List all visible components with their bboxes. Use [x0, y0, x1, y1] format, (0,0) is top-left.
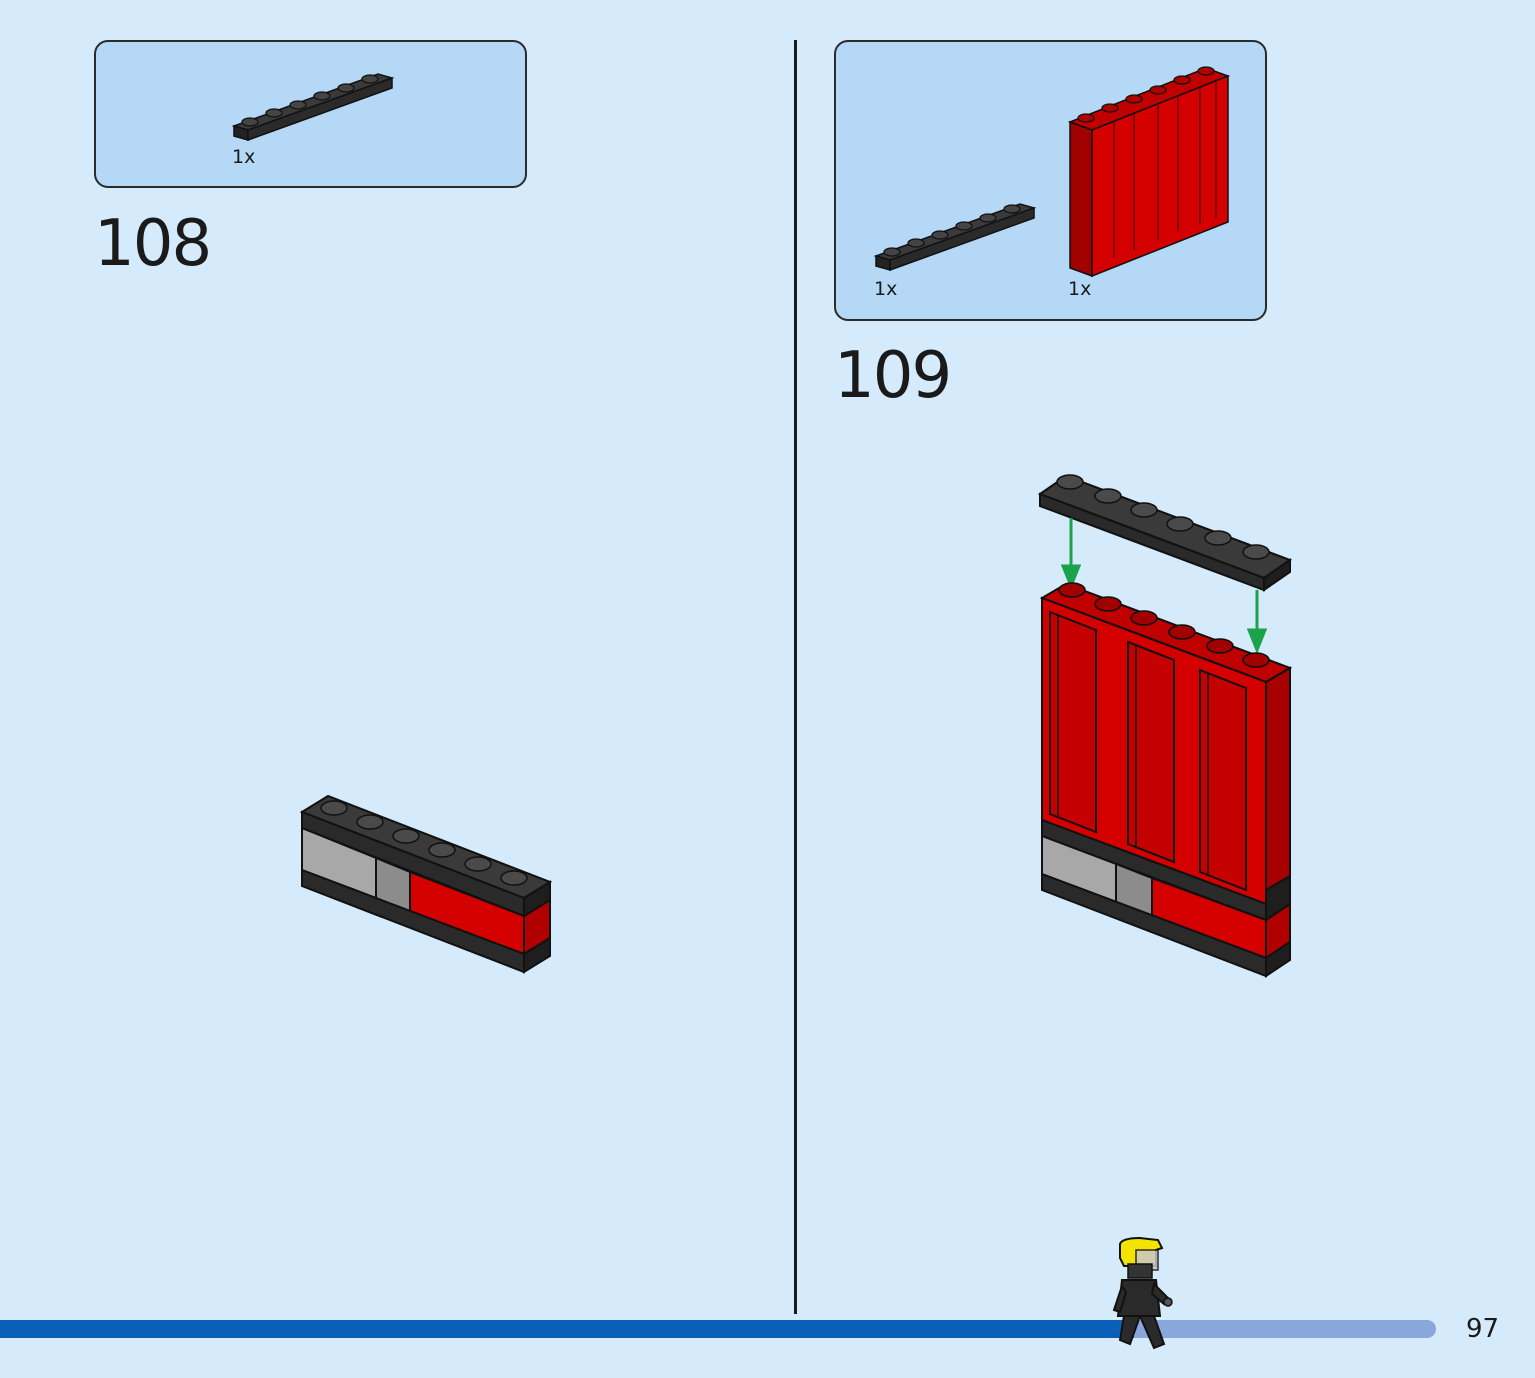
red-wall-panel-icon	[1067, 66, 1231, 278]
black-plate-1x6-icon	[231, 73, 395, 142]
green-arrow-icon	[1060, 518, 1268, 655]
page-divider	[794, 40, 797, 1314]
parts-box-step-108: 1x	[94, 40, 527, 188]
page-number: 97	[1466, 1314, 1500, 1344]
black-plate-1x6-icon	[873, 203, 1037, 272]
progress-bar	[0, 1320, 1436, 1338]
progress-bar-fill	[0, 1320, 1135, 1338]
firefighter-minifigure-icon	[1112, 1236, 1173, 1350]
step-number-109: 109	[834, 339, 952, 413]
assembly-step-108-icon	[299, 794, 553, 974]
assembly-step-109-icon	[1037, 474, 1293, 978]
parts-box-step-109: 1x 1x	[834, 40, 1267, 321]
part-qty-label: 1x	[232, 146, 256, 168]
part-qty-label: 1x	[1068, 278, 1092, 300]
step-number-108: 108	[94, 207, 212, 281]
part-qty-label: 1x	[874, 278, 898, 300]
